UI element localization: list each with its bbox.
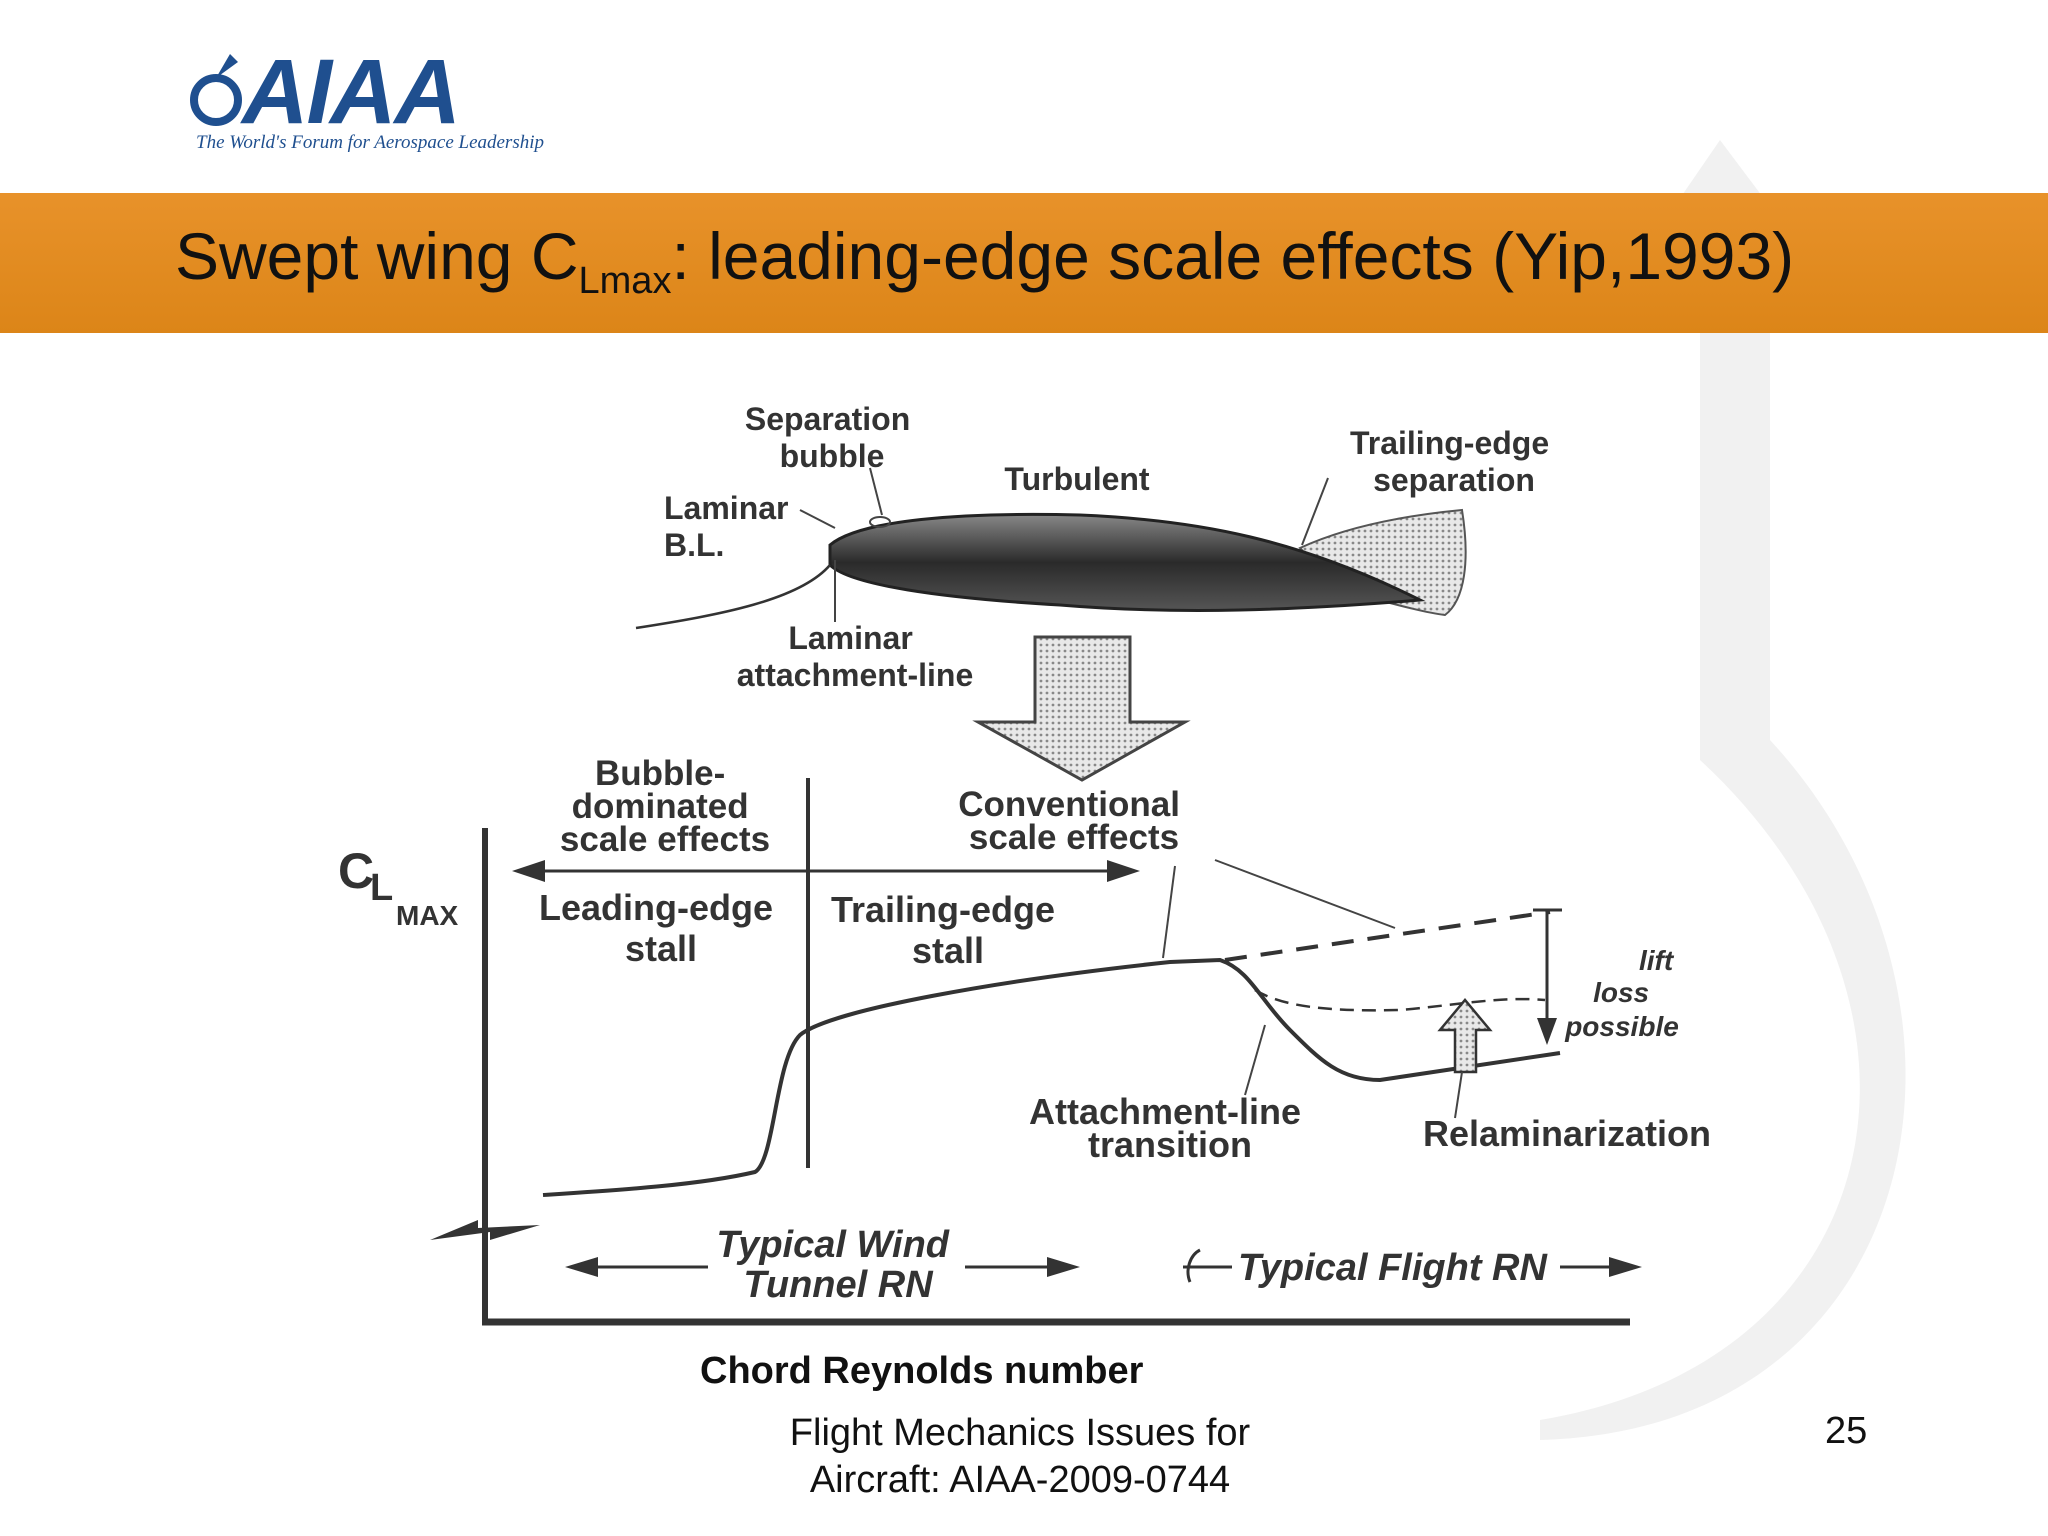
y-axis-label: C L MAX — [338, 843, 459, 931]
logo-tagline: The World's Forum for Aerospace Leadersh… — [196, 132, 545, 153]
label-lift-loss-possible: lift loss possible — [1564, 945, 1681, 1042]
dashed-conventional-line — [1224, 910, 1551, 962]
stagnation-streamline — [635, 564, 831, 630]
footer-source: Flight Mechanics Issues for Aircraft: AI… — [789, 1412, 1251, 1501]
page-number: 25 — [1825, 1410, 1868, 1452]
label-laminar-attachment-line: Laminar attachment-line — [737, 620, 973, 693]
label-bubble-dominated: Bubble- dominated scale effects — [560, 754, 770, 859]
label-trailing-edge-stall: Trailing-edge stall — [831, 889, 1065, 971]
dashed-transition-line — [1254, 988, 1546, 1012]
label-typical-wind-tunnel-rn: Typical Wind Tunnel RN — [716, 1224, 959, 1306]
aiaa-logo: AIAA The World's Forum for Aerospace Lea… — [190, 40, 544, 170]
x-axis-label: Chord Reynolds number — [700, 1350, 1144, 1392]
label-trailing-edge-separation: Trailing-edge separation — [1350, 425, 1558, 498]
label-conventional-scale-effects: Conventional scale effects — [958, 785, 1189, 857]
label-typical-flight-rn: Typical Flight RN — [1238, 1247, 1548, 1289]
down-arrow-icon — [972, 635, 1191, 782]
title-band — [0, 193, 2048, 333]
clmax-curve — [542, 957, 1561, 1197]
separation-bubble-mark — [869, 516, 891, 528]
label-turbulent: Turbulent — [1004, 461, 1150, 497]
label-separation-bubble: Separation bubble — [745, 401, 919, 474]
logo-wordmark: AIAA — [242, 41, 461, 143]
label-leading-edge-stall: Leading-edge stall — [539, 887, 783, 969]
label-relaminarization: Relaminarization — [1423, 1113, 1711, 1154]
label-laminar-bl: Laminar B.L. — [664, 490, 797, 563]
up-arrow-icon — [1437, 998, 1493, 1074]
slide-title: Swept wing CLmax: leading-edge scale eff… — [175, 219, 1795, 302]
label-attachment-line-transition: Attachment-line transition — [1029, 1091, 1311, 1165]
logo-swirl-icon — [190, 54, 242, 126]
airfoil-shape — [828, 512, 1426, 612]
flight-rn-bracket-icon — [1183, 1248, 1232, 1283]
axis-break-icon — [430, 1220, 540, 1240]
